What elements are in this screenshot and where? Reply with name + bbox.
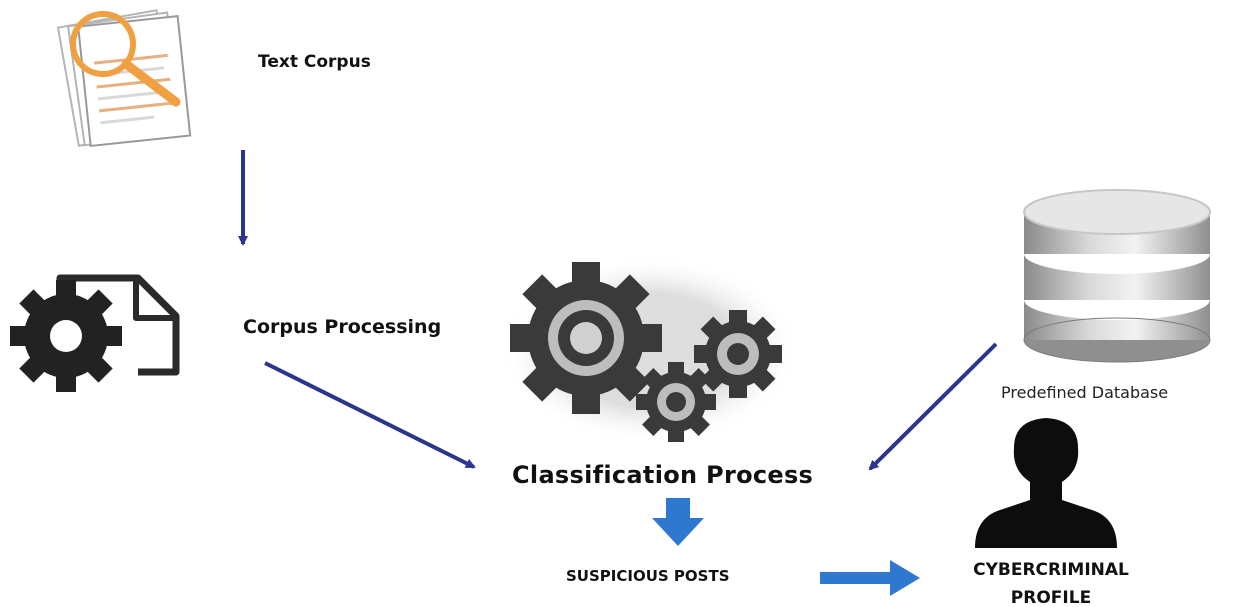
arrow-processing-to-classification <box>264 361 476 469</box>
gears-icon <box>500 255 800 445</box>
cybercriminal-profile-line1: CYBERCRIMINAL <box>973 560 1129 580</box>
predefined-database-label: Predefined Database <box>1001 383 1169 402</box>
corpus-processing-label: Corpus Processing <box>243 316 442 338</box>
cybercriminal-profile-label: CYBERCRIMINAL PROFILE <box>946 556 1156 607</box>
gear-document-icon <box>10 274 180 392</box>
classification-process-label: Classification Process <box>512 461 814 489</box>
suspicious-posts-label: SUSPICIOUS POSTS <box>566 567 730 585</box>
text-corpus-label: Text Corpus <box>258 52 371 72</box>
arrow-database-to-classification <box>868 342 998 471</box>
person-silhouette-icon <box>975 418 1117 548</box>
arrow-classification-to-suspicious <box>652 498 704 546</box>
cybercriminal-profile-line2: PROFILE <box>1010 588 1092 607</box>
arrow-suspicious-to-profile <box>820 560 920 596</box>
documents-magnifier-icon <box>56 9 192 148</box>
database-icon <box>1023 189 1211 363</box>
